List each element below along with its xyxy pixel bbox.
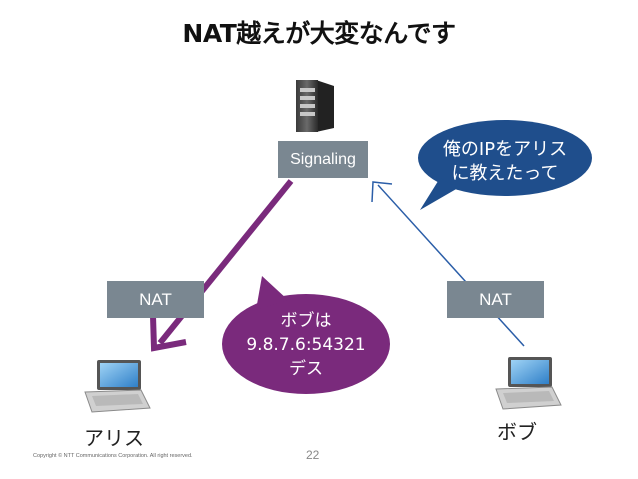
bob-speech-bubble	[418, 120, 592, 210]
bob-bubble-line-2: に教えたって	[451, 163, 559, 184]
bob-bubble-text: 俺のIPをアリス に教えたって	[418, 138, 592, 186]
signaling-server-box: Signaling	[278, 141, 368, 178]
alice-label: アリス	[84, 426, 144, 450]
signaling-bubble-line-2: 9.8.7.6:54321	[246, 335, 366, 355]
signaling-speech-bubble	[222, 276, 390, 394]
alice-laptop-icon	[84, 360, 151, 413]
signaling-bubble-line-3: デス	[289, 359, 323, 379]
slide-title: NAT越えが大変なんです	[182, 19, 456, 48]
copyright-notice: Copyright © NTT Communications Corporati…	[33, 453, 193, 459]
nat-right-box: NAT	[447, 281, 544, 318]
signaling-bubble-text: ボブは 9.8.7.6:54321 デス	[222, 309, 390, 381]
server-icon	[296, 80, 334, 132]
nat-left-box: NAT	[107, 281, 204, 318]
bob-laptop-icon	[495, 357, 562, 410]
bob-to-signaling-arrow	[371, 181, 525, 347]
signaling-bubble-line-1: ボブは	[280, 311, 332, 331]
bob-label: ボブ	[497, 420, 537, 444]
bob-bubble-line-1: 俺のIPをアリス	[442, 139, 568, 160]
page-number: 22	[306, 448, 320, 462]
